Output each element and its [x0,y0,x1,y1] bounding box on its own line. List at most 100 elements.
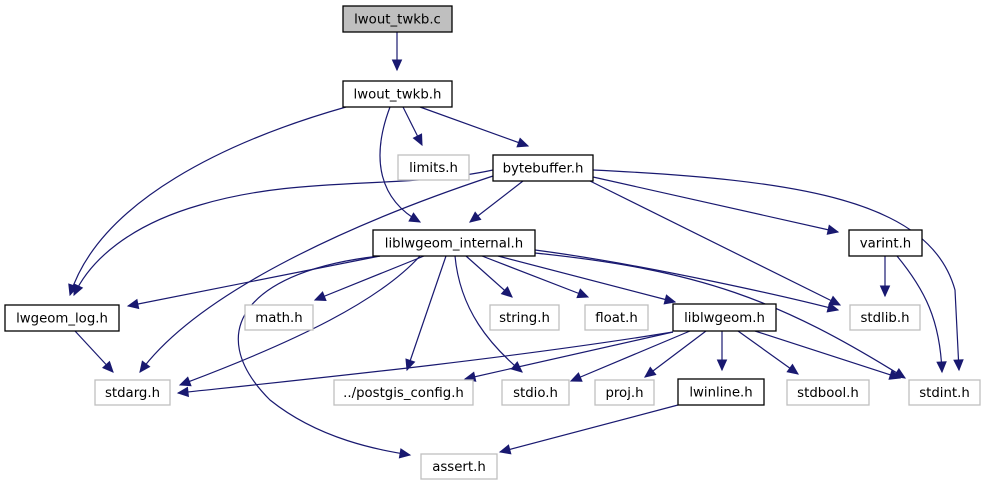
node-label: limits.h [409,161,458,176]
node-box [342,80,453,108]
node-label: stdarg.h [105,386,160,401]
node-box [372,229,536,257]
edge-liblwgeom-internal-h-to-lwgeom-log-h [126,255,381,310]
arrowhead-icon [176,386,189,398]
edge-liblwgeom-internal-h-to-math-h [313,255,425,301]
node-box [420,453,498,480]
node-lwinline-h[interactable]: lwinline.h [677,378,765,406]
node-label: stdlib.h [860,311,909,326]
edge-line [379,106,421,223]
arrowhead-icon [398,448,412,459]
node-label: proj.h [605,386,643,401]
arrowhead-icon [569,372,583,382]
edge-line [127,255,381,307]
node-label: bytebuffer.h [503,162,584,177]
node-stdbool-h: stdbool.h [786,379,870,406]
node-bytebuffer-h[interactable]: bytebuffer.h [492,154,594,182]
arrowhead-icon [716,359,728,372]
node-limits-h: limits.h [397,154,470,181]
edge-line [481,255,589,298]
node-lwout-twkb-c: lwout_twkb.c [342,5,453,33]
arrowhead-icon [101,360,114,373]
edge-line [592,169,960,371]
edge-line [589,180,841,306]
edge-lwinline-h-to-assert-h [498,404,679,455]
arrowhead-icon [826,224,840,235]
node-box [584,304,649,331]
edge-line [179,255,421,386]
edge-varint-h-to-stdint-h [896,255,947,374]
arrowhead-icon [391,59,403,72]
node-stdio-h: stdio.h [501,379,570,406]
edge-line [139,175,494,373]
edge-line [570,330,691,382]
node-varint-h[interactable]: varint.h [848,229,923,257]
edge-liblwgeom-h-to-postgis-config-h [463,331,674,382]
edge-line [177,331,674,394]
node-label: lwout_twkb.c [354,13,441,28]
node-postgis-config-h: ../postgis_config.h [333,379,474,406]
node-stdlib-h: stdlib.h [849,304,921,331]
arrowhead-icon [888,369,902,380]
arrowhead-icon [500,286,513,298]
node-label: stdbool.h [797,386,859,401]
node-box [397,154,470,181]
node-box [672,303,777,332]
node-box [342,5,453,33]
node-lwout-twkb-h[interactable]: lwout_twkb.h [342,80,453,108]
node-stdint-h: stdint.h [908,379,981,406]
edge-varint-h-to-stdlib-h [879,256,891,298]
edge-line [896,255,943,373]
arrowhead-icon [405,358,416,372]
node-box [4,304,120,332]
edge-line [534,252,906,379]
node-label: stdio.h [513,386,558,401]
node-liblwgeom-h[interactable]: liblwgeom.h [672,303,777,332]
arrowhead-icon [73,283,84,297]
arrowhead-icon [663,294,677,305]
edge-line [534,249,839,311]
arrowhead-icon [828,295,842,306]
node-proj-h: proj.h [594,379,655,406]
arrowhead-icon [126,298,140,310]
edge-liblwgeom-h-to-stdio-h [569,330,691,382]
node-box [849,304,921,331]
node-label: lwgeom_log.h [16,312,108,327]
node-box [333,379,474,406]
arrowhead-icon [408,212,422,223]
node-math-h: math.h [244,304,314,331]
edge-liblwgeom-internal-h-to-stdlib-h [534,249,840,313]
node-label: math.h [255,311,302,326]
edge-lwout-twkb-c-to-lwout-twkb-h [391,32,403,72]
edge-bytebuffer-h-to-liblwgeom-internal-h [469,180,524,223]
edges-layer [68,32,964,459]
node-box [94,379,171,406]
edge-lwout-twkb-h-to-bytebuffer-h [419,106,530,148]
arrowhead-icon [879,285,891,298]
edge-line [69,106,347,296]
node-liblwgeom-internal-h[interactable]: liblwgeom_internal.h [372,229,536,257]
node-lwgeom-log-h[interactable]: lwgeom_log.h [4,304,120,332]
edge-liblwgeom-internal-h-to-assert-h [237,255,412,459]
edge-liblwgeom-internal-h-to-stdarg-h [178,255,421,387]
arrowhead-icon [498,444,512,455]
edge-line [464,331,674,380]
node-label: float.h [595,311,638,326]
node-label: liblwgeom_internal.h [385,237,523,252]
edge-line [737,330,799,375]
arrowhead-icon [178,376,192,387]
nodes-layer: lwout_twkb.c lwout_twkb.h limits.h bytebuff… [4,5,981,480]
node-label: lwinline.h [689,386,752,401]
node-label: assert.h [432,460,486,475]
edge-line [237,255,411,456]
edge-line [454,255,523,373]
edge-line [419,106,529,147]
edge-liblwgeom-h-to-stdarg-h [176,331,674,398]
edge-line [406,255,447,371]
node-box [677,378,765,406]
arrowhead-icon [412,133,423,147]
node-box [244,304,314,331]
arrowhead-icon [313,291,327,301]
edge-lwout-twkb-h-to-limits-h [402,106,423,147]
arrowhead-icon [516,137,530,148]
